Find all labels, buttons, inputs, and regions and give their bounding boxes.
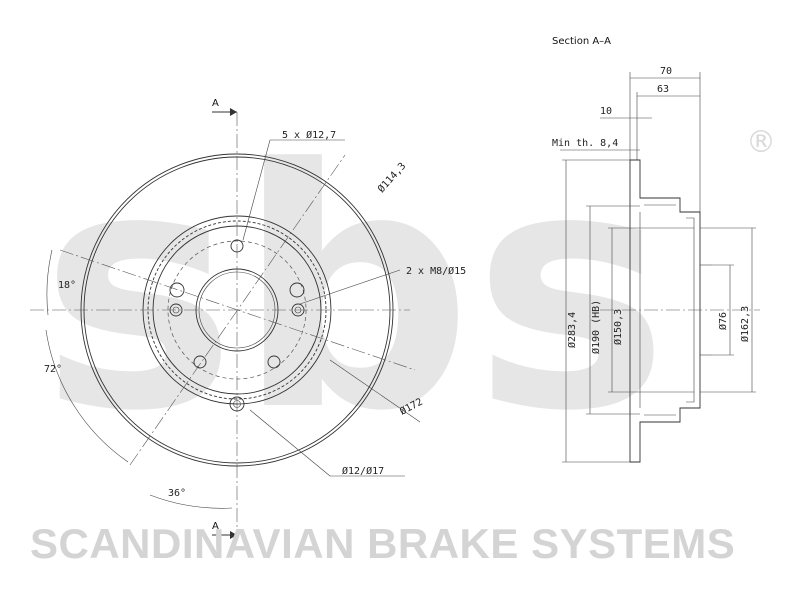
leader-holes [249, 409, 331, 477]
dia-150: Ø150,3 [612, 309, 624, 345]
bolt-hole [267, 355, 281, 369]
angle-arc-36 [149, 494, 233, 509]
section-title: Section A–A [552, 36, 611, 47]
bolt-hole [169, 282, 185, 298]
angle-36: 36° [168, 488, 186, 499]
width-10: 10 [600, 106, 612, 117]
dia-162: Ø162,3 [739, 306, 751, 342]
registered-mark: ® [746, 125, 776, 160]
bolt-hole [289, 282, 305, 298]
width-63: 63 [657, 84, 669, 95]
min-thickness: Min th. 8,4 [552, 138, 618, 149]
dia-76: Ø76 [717, 312, 729, 330]
bolt-hole [193, 355, 207, 369]
section-view: Section A–A 70 63 10 Min th. 8,4 Ø283,4 … [552, 36, 760, 463]
angle-arc-18 [46, 249, 53, 316]
leader-bolts [242, 139, 271, 241]
section-arrowhead-top [230, 108, 237, 116]
angle-18: 18° [58, 280, 76, 291]
leader-outer [329, 359, 421, 423]
section-marker-bottom: A [212, 521, 219, 532]
width-70: 70 [660, 66, 672, 77]
callout-threads: 2 x M8/Ø15 [406, 265, 466, 277]
section-arrowhead-bottom [230, 531, 237, 539]
disc-section-profile [629, 159, 701, 463]
dia-190: Ø190 (HB) [590, 300, 602, 354]
sbs-logo-watermark: sbs [40, 99, 669, 483]
callout-holes: Ø12/Ø17 [342, 465, 384, 477]
callout-bolts: 5 x Ø12,7 [282, 129, 336, 141]
angled-centerline-2 [129, 154, 346, 466]
angle-arc-72 [45, 329, 129, 463]
leader-threads [299, 269, 401, 305]
angle-72: 72° [44, 364, 62, 375]
dia-283: Ø283,4 [566, 312, 578, 348]
brand-name: SCANDINAVIAN BRAKE SYSTEMS [30, 520, 735, 567]
section-marker-top: A [212, 98, 219, 109]
front-view: A A 5 x Ø12,7 Ø114,3 2 x M8/Ø15 Ø172 Ø12… [30, 98, 466, 539]
